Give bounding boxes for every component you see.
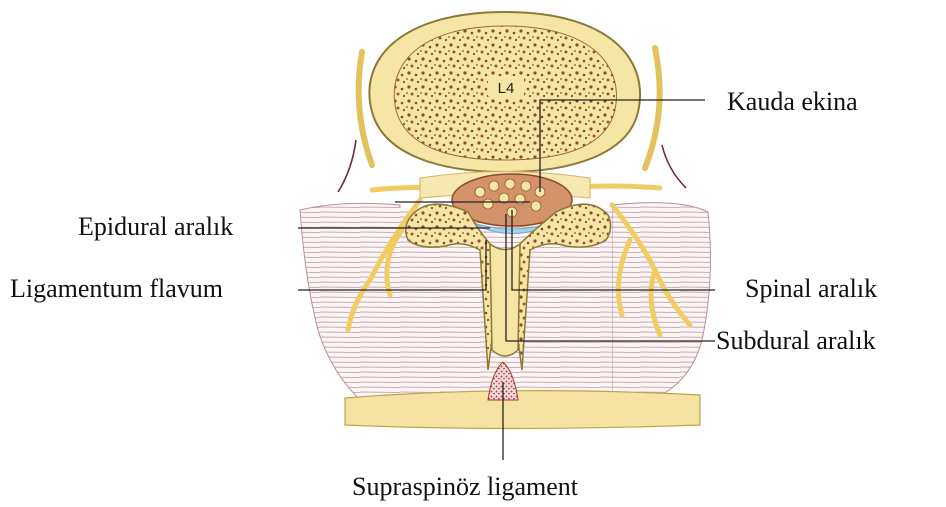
spinous-process bbox=[490, 244, 520, 356]
subcutaneous-fat bbox=[345, 391, 700, 429]
label-ligamentum-flavum: Ligamentum flavum bbox=[10, 274, 223, 303]
label-supraspinoz-ligament: Supraspinöz ligament bbox=[352, 472, 579, 501]
vertebra-label: L4 bbox=[498, 80, 515, 97]
label-kauda-ekina: Kauda ekina bbox=[727, 87, 858, 116]
vertebral-body: L4 bbox=[369, 12, 640, 172]
label-epidural-aralik: Epidural aralık bbox=[78, 212, 233, 241]
label-subdural-aralik: Subdural aralık bbox=[716, 326, 876, 355]
label-spinal-aralik: Spinal aralık bbox=[745, 274, 877, 303]
